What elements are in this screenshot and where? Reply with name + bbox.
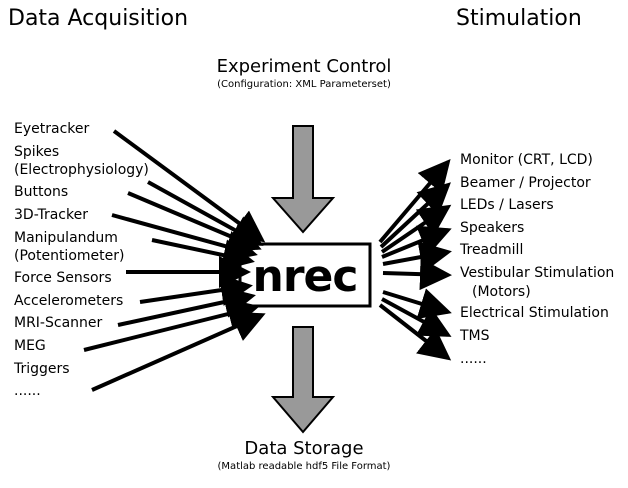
output-label: Monitor (CRT, LCD) — [460, 152, 593, 168]
input-arrow — [117, 286, 256, 327]
input-label: MEG — [14, 338, 46, 354]
output-label: LEDs / Lasers — [460, 197, 554, 213]
output-label: TMS — [460, 328, 490, 344]
input-label: Triggers — [14, 361, 70, 377]
input-label: Spikes — [14, 144, 60, 160]
input-label: (Potentiometer) — [14, 248, 125, 264]
output-label: Beamer / Projector — [460, 175, 591, 191]
input-label: Eyetracker — [14, 121, 90, 137]
input-label: 3D-Tracker — [14, 207, 88, 223]
output-arrow — [378, 158, 451, 244]
input-label: (Electrophysiology) — [14, 162, 149, 178]
input-label: ...... — [14, 383, 41, 399]
data-storage: Data Storage (Matlab readable hdf5 File … — [204, 438, 404, 473]
output-arrow — [382, 241, 452, 273]
nrec-logo-text: nrec — [253, 251, 358, 302]
input-arrow — [91, 311, 266, 392]
input-arrow — [83, 298, 260, 352]
output-label: Treadmill — [460, 242, 524, 258]
output-arrow — [378, 303, 452, 361]
output-label: ...... — [460, 351, 487, 367]
input-label: Buttons — [14, 184, 69, 200]
output-arrow — [381, 297, 452, 337]
output-label: Vestibular Stimulation — [460, 265, 615, 281]
control-arrow — [270, 125, 336, 234]
output-arrow — [382, 288, 452, 320]
stimulation-heading: Stimulation — [456, 6, 582, 31]
storage-arrow — [270, 326, 336, 434]
data-acquisition-heading: Data Acquisition — [8, 6, 189, 31]
input-arrows — [83, 129, 266, 392]
experiment-control-subtitle: (Configuration: XML Parameterset) — [217, 79, 391, 90]
nrec-logo-box — [238, 242, 372, 308]
input-label: Force Sensors — [14, 270, 112, 286]
data-storage-title: Data Storage — [244, 438, 364, 459]
input-label: Accelerometers — [14, 293, 124, 309]
data-storage-subtitle: (Matlab readable hdf5 File Format) — [217, 461, 391, 472]
input-label: MRI-Scanner — [14, 315, 103, 331]
experiment-control: Experiment Control (Configuration: XML P… — [204, 56, 404, 91]
output-label: Speakers — [460, 220, 525, 236]
output-arrows — [378, 158, 452, 361]
output-arrow — [381, 225, 452, 259]
output-arrow — [380, 204, 452, 254]
input-arrow — [147, 180, 264, 246]
output-label: (Motors) — [472, 284, 531, 300]
input-label: Manipulandum — [14, 230, 118, 246]
output-arrow — [382, 258, 452, 291]
nrec-logo: nrec — [238, 242, 372, 308]
experiment-control-title: Experiment Control — [216, 56, 392, 77]
output-label: Electrical Stimulation — [460, 305, 609, 321]
output-arrow — [379, 182, 451, 249]
